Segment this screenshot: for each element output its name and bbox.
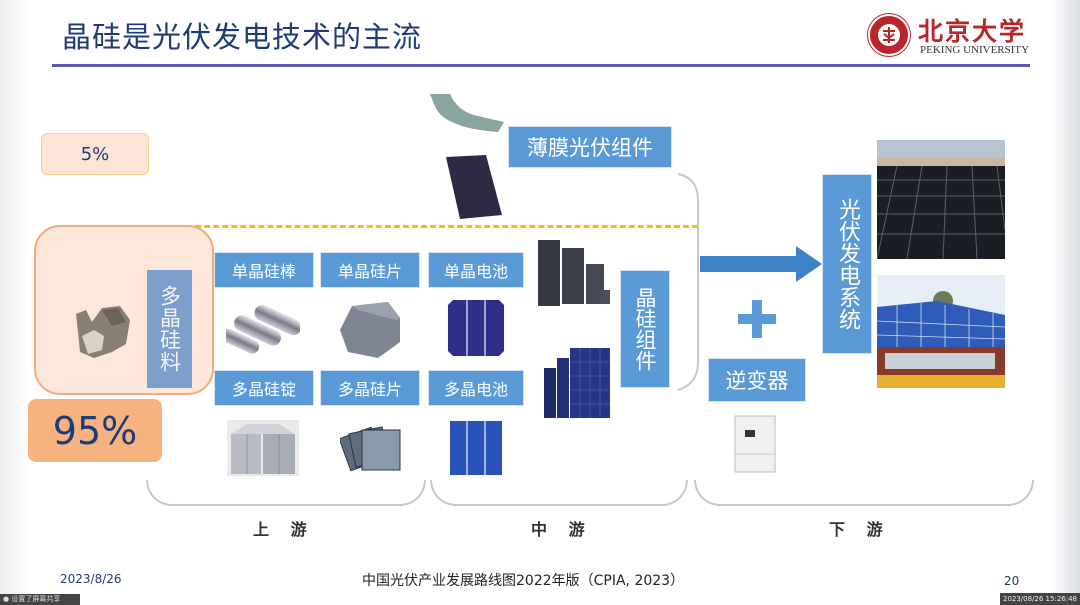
label-mono-silicon-wafer: 单晶硅片: [320, 252, 420, 288]
microphone-icon: ●: [3, 595, 10, 603]
title-rule: [52, 64, 1030, 67]
crystalline-share-badge: 95%: [28, 399, 162, 462]
label-poly-cell: 多晶电池: [428, 370, 524, 406]
stage-midstream: 中 游: [531, 520, 593, 539]
thin-film-share-badge: 5%: [41, 133, 149, 175]
footer-source: 中国光伏产业发展路线图2022年版（CPIA, 2023）: [362, 573, 685, 589]
screen-share-label: 设置了屏幕共享: [11, 595, 61, 603]
inverter-image: [734, 415, 776, 473]
stage-upstream: 上 游: [253, 520, 315, 539]
merge-bracket: [677, 173, 699, 391]
poly-silicon-ingot-image: [227, 420, 299, 476]
slide-title: 晶硅是光伏发电技术的主流: [62, 20, 423, 54]
flow-arrow-icon: [700, 246, 822, 282]
rooftop-solar-image: [877, 275, 1005, 388]
plus-icon: [738, 300, 776, 338]
poly-module-image: [544, 348, 610, 418]
thin-film-module-image: [446, 155, 502, 219]
label-poly-silicon-ingot: 多晶硅锭: [214, 370, 314, 406]
divider-dashed-line: [150, 225, 698, 228]
mono-module-image: [538, 240, 610, 306]
mono-silicon-rod-image: [226, 304, 300, 354]
flexible-thin-film-module-image: [430, 94, 504, 132]
footer-date: 2023/8/26: [60, 572, 122, 586]
poly-silicon-wafer-image: [340, 426, 401, 472]
upstream-bracket: [146, 480, 426, 506]
screen-share-indicator[interactable]: ● 设置了屏幕共享: [0, 594, 80, 605]
downstream-bracket: [694, 480, 1034, 506]
label-pv-system: 光伏发电系统: [822, 174, 872, 354]
mono-cell-image: [448, 300, 504, 356]
label-thin-film-module: 薄膜光伏组件: [508, 126, 672, 168]
poly-cell-image: [450, 421, 502, 475]
stage-downstream: 下 游: [829, 520, 891, 539]
label-inverter: 逆变器: [708, 358, 806, 402]
label-mono-silicon-rod: 单晶硅棒: [214, 252, 314, 288]
polysilicon-label: 多晶硅料: [147, 270, 192, 388]
label-mono-cell: 单晶电池: [428, 252, 524, 288]
mono-silicon-wafer-image: [340, 302, 400, 358]
label-crystalline-module: 晶硅组件: [620, 270, 670, 388]
polysilicon-chunk-image: [76, 306, 130, 358]
logo-english-name: PEKING UNIVERSITY: [920, 44, 1030, 56]
page-number: 20: [1004, 574, 1020, 588]
midstream-bracket: [430, 480, 688, 506]
label-poly-silicon-wafer: 多晶硅片: [320, 370, 420, 406]
pku-seal-icon: [868, 14, 910, 56]
solar-farm-image: [877, 140, 1005, 259]
logo-chinese-name: 北京大学: [918, 17, 1027, 46]
recording-timestamp: 2023/08/26 15:26:48: [1000, 593, 1080, 605]
